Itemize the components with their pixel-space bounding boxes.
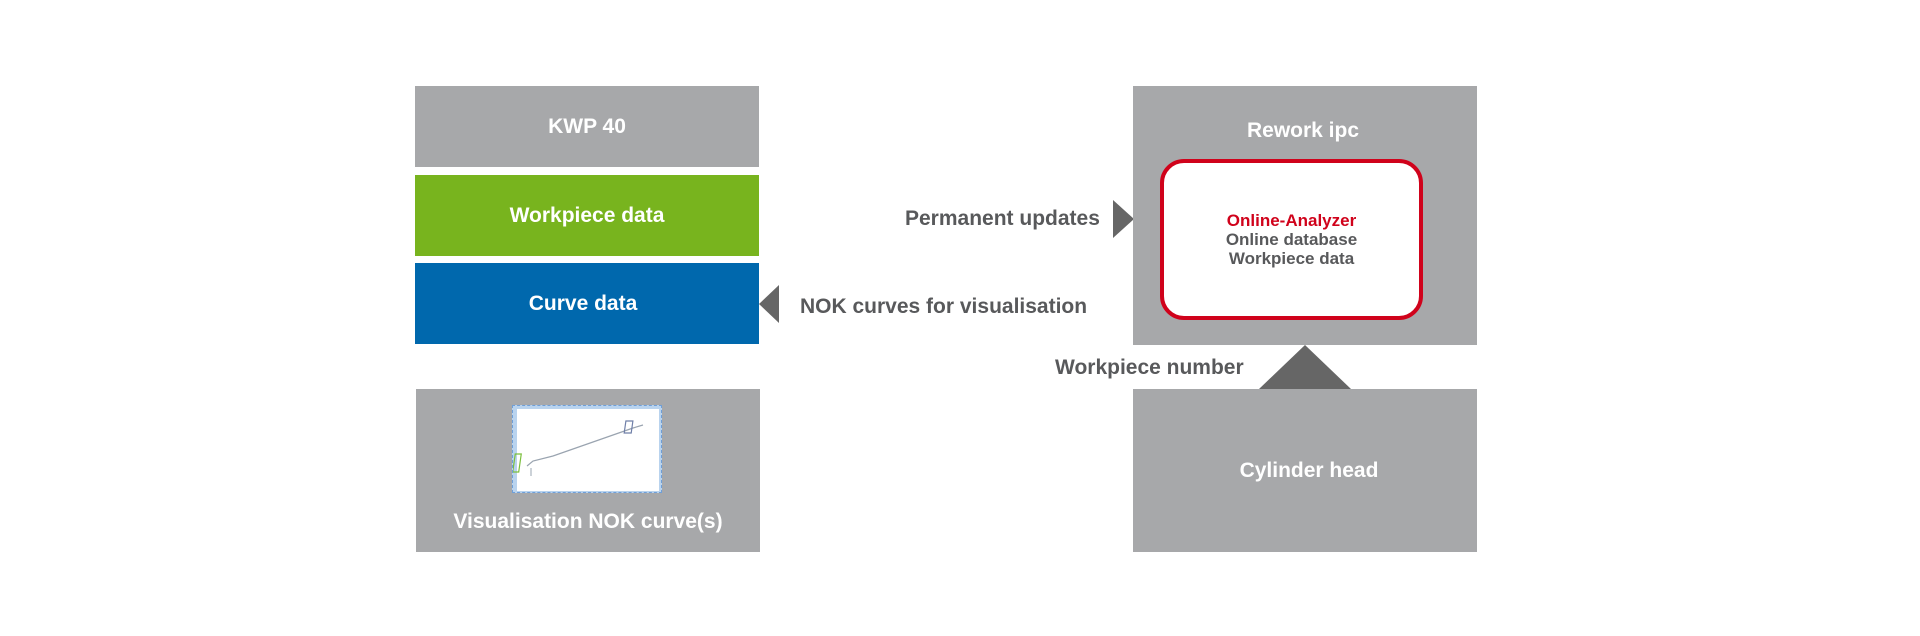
arrow-left-icon [759, 285, 779, 323]
rework-ipc-title: Rework ipc [1246, 119, 1360, 142]
online-database-label: Online database [1225, 230, 1358, 249]
kwp40-box: KWP 40 [415, 86, 759, 167]
curve-thumbnail [512, 405, 662, 493]
arrow-right-icon [1113, 200, 1134, 238]
nok-curves-label: NOK curves for visualisation [800, 295, 1088, 318]
workpiece-data-label: Workpiece data [509, 203, 665, 227]
curve-data-label: Curve data [528, 291, 638, 315]
online-analyzer-title: Online-Analyzer [1226, 211, 1357, 230]
curve-thumbnail-image [513, 409, 659, 491]
online-analyzer-panel: Online-Analyzer Online database Workpiec… [1160, 159, 1423, 320]
kwp40-title: KWP 40 [548, 114, 626, 138]
workpiece-data-box: Workpiece data [415, 175, 759, 256]
visualisation-box: Visualisation NOK curve(s) [416, 389, 760, 552]
cylinder-head-box: Cylinder head [1133, 389, 1477, 552]
curve-data-box: Curve data [415, 263, 759, 344]
cylinder-head-label: Cylinder head [1239, 458, 1379, 482]
analyzer-workpiece-data-label: Workpiece data [1228, 249, 1355, 268]
rework-ipc-box: Rework ipc Online-Analyzer Online databa… [1133, 86, 1477, 345]
arrow-up-icon [1259, 345, 1351, 389]
workpiece-number-label: Workpiece number [1055, 356, 1244, 379]
permanent-updates-label: Permanent updates [905, 207, 1100, 230]
visualisation-label: Visualisation NOK curve(s) [453, 510, 723, 533]
